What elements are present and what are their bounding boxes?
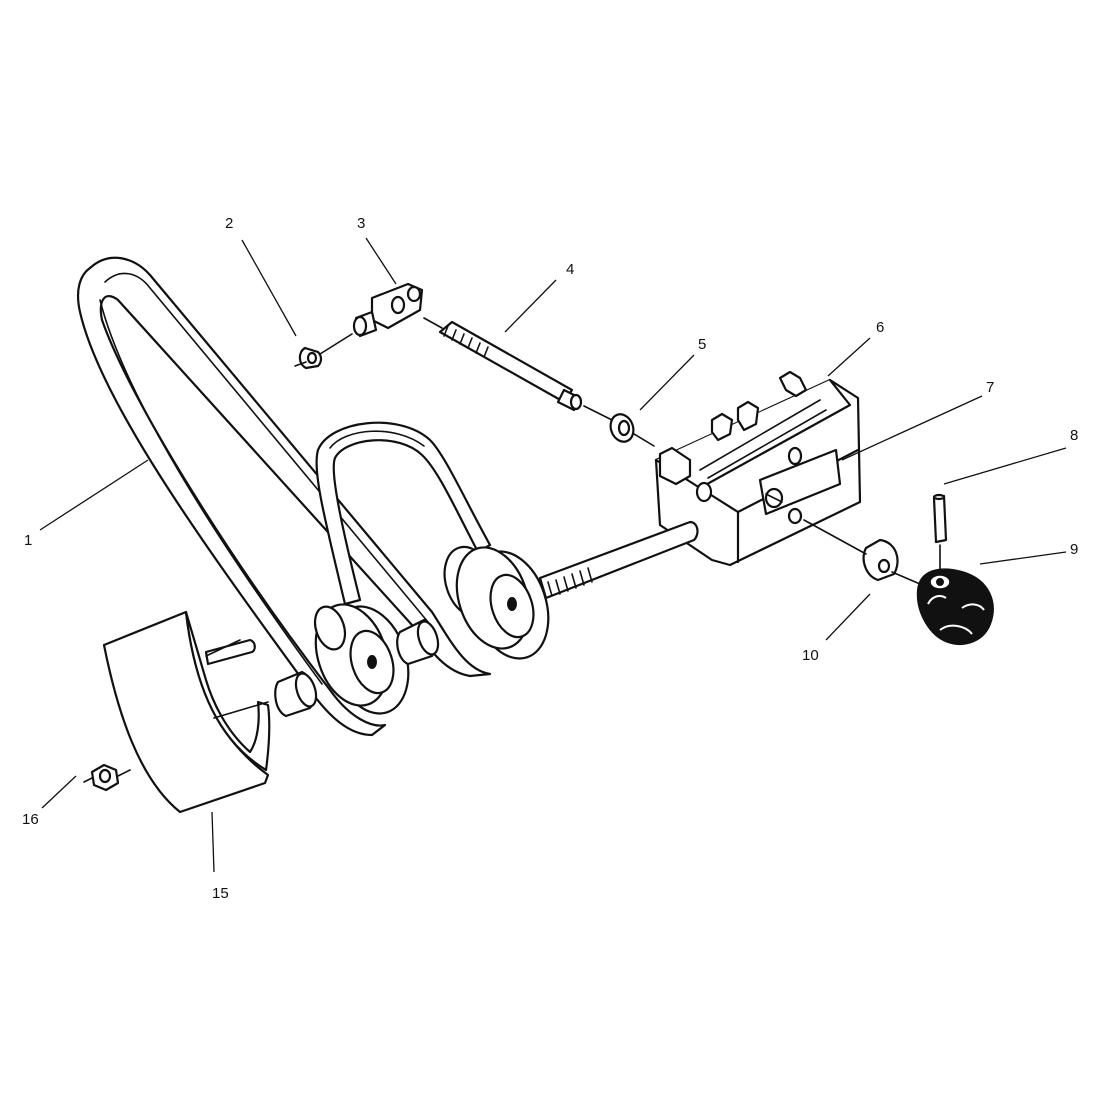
part-16-nut xyxy=(90,763,120,792)
callout-9: 9 xyxy=(1070,541,1078,558)
callout-1: 1 xyxy=(24,532,32,549)
callout-3: 3 xyxy=(357,215,365,232)
part-7-slot-plate xyxy=(758,448,842,516)
assembly-lines xyxy=(83,317,941,783)
part-1-v-belt xyxy=(76,256,492,737)
part-4-threaded-rod xyxy=(438,320,583,412)
callout-7: 7 xyxy=(986,379,994,396)
part-2-e-clip xyxy=(294,346,323,370)
part-5-washer xyxy=(609,413,635,443)
callout-5: 5 xyxy=(698,336,706,353)
spacer-right xyxy=(396,618,440,666)
spacer-left xyxy=(274,670,318,718)
part-10-cam xyxy=(862,538,899,582)
callout-15: 15 xyxy=(212,885,229,902)
callout-labels: 1 2 3 4 5 6 7 8 9 10 15 16 xyxy=(22,215,1078,902)
callout-10: 10 xyxy=(802,647,819,664)
callout-16: 16 xyxy=(22,811,39,828)
callout-6: 6 xyxy=(876,319,884,336)
callout-2: 2 xyxy=(225,215,233,232)
part-8-roll-pin xyxy=(932,493,948,544)
leader-lines xyxy=(39,237,1067,873)
part-15-belt-guard xyxy=(102,610,271,814)
part-6-bracket xyxy=(654,370,862,567)
long-bolt xyxy=(538,520,699,600)
pulley-upper xyxy=(443,545,550,660)
callout-8: 8 xyxy=(1070,427,1078,444)
part-9-knob xyxy=(916,568,994,645)
pulley-lower xyxy=(313,603,410,715)
part-3-pivot-block xyxy=(352,282,424,338)
callout-4: 4 xyxy=(566,261,574,278)
